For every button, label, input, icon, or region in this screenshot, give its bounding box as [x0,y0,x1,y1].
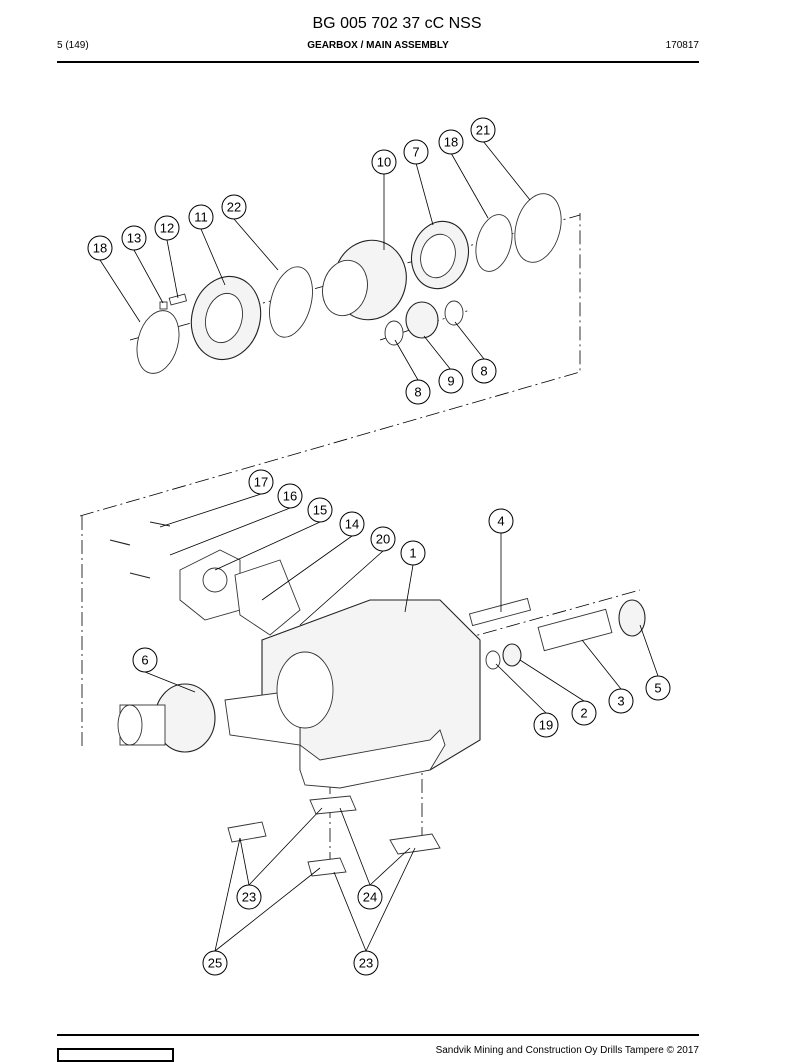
callout-5-label: 5 [654,681,661,696]
callout-4-label: 4 [497,514,504,529]
gear-10-bore [322,259,368,317]
callout-18-lower-label: 18 [93,241,107,256]
callout-6-label: 6 [141,653,148,668]
callout-3: 3 [608,688,634,714]
leader-lines [99,140,659,952]
oring-22 [269,266,313,338]
housing-bore [276,651,334,729]
callout-24: 24 [357,884,383,910]
callout-8-left: 8 [405,379,431,405]
callout-16-label: 16 [283,489,297,504]
oring-18-upper [475,214,513,272]
screw-17-b [149,521,171,527]
callout-22-label: 22 [227,200,241,215]
callout-14: 14 [339,511,365,537]
callout-19: 19 [533,712,559,738]
bearing-5 [618,599,646,637]
screw-12 [168,293,188,306]
cover-15-bore [202,567,228,593]
callout-25: 25 [202,950,228,976]
callout-15: 15 [307,497,333,523]
page-number: 5 (149) [57,40,89,51]
shim-23-left [227,821,267,843]
callout-8-right: 8 [471,358,497,384]
callout-14-label: 14 [345,517,359,532]
callout-17: 17 [248,469,274,495]
oring-21 [514,193,562,263]
callout-18-upper-label: 18 [444,135,458,150]
oring-18-lower [136,310,180,374]
callout-11-label: 11 [194,210,208,225]
callout-2: 2 [571,700,597,726]
callout-1-label: 1 [409,546,416,561]
date-code: 170817 [665,40,699,51]
callout-20: 20 [370,526,396,552]
callout-19-label: 19 [539,718,553,733]
callout-18-lower: 18 [87,235,113,261]
callout-10: 10 [371,149,397,175]
callout-1: 1 [400,540,426,566]
callout-8-left-label: 8 [414,385,421,400]
washer-13 [159,301,168,310]
shim-24-right [389,833,441,855]
callout-12-label: 12 [160,221,174,236]
washer-8-left [384,320,404,346]
document-number: BG 005 702 37 cC NSS [312,15,482,32]
callout-2-label: 2 [580,706,587,721]
shaft-6-end [117,704,143,746]
pin-4 [468,597,532,627]
shim-24-top [309,795,357,815]
callout-16: 16 [277,483,303,509]
housing-11-bore [204,292,244,344]
callout-15-label: 15 [313,503,327,518]
header-rule [57,61,699,63]
callout-8-right-label: 8 [480,364,487,379]
callout-9-label: 9 [447,374,454,389]
callout-23-lower-label: 23 [359,956,373,971]
assembly-axis-upper [79,213,581,517]
callout-24-label: 24 [363,890,377,905]
callout-3-label: 3 [617,694,624,709]
callout-25-label: 25 [208,956,222,971]
company-logo [57,1048,174,1062]
callout-12: 12 [154,215,180,241]
callout-7-label: 7 [412,145,419,160]
callout-23-upper-label: 23 [242,890,256,905]
callout-23-upper: 23 [236,884,262,910]
callout-22: 22 [221,194,247,220]
callout-20-label: 20 [376,532,390,547]
housing-flange [224,689,446,789]
callout-9: 9 [438,368,464,394]
bearing-2 [502,643,522,667]
callout-11: 11 [188,204,214,230]
footer-copyright: Sandvik Mining and Construction Oy Drill… [435,1045,699,1056]
section-title: GEARBOX / MAIN ASSEMBLY [307,40,449,51]
callout-6: 6 [132,647,158,673]
callout-7: 7 [403,139,429,165]
gasket-14 [234,559,301,636]
centerline-right [459,589,641,641]
callout-18-upper: 18 [438,129,464,155]
gear-9 [405,301,439,339]
callout-4: 4 [488,508,514,534]
footer-rule [57,1034,699,1036]
callout-13: 13 [121,225,147,251]
callout-21-label: 21 [476,123,490,138]
shim-23-mid [307,857,347,877]
washer-8-right [444,300,464,326]
callout-13-label: 13 [127,231,141,246]
callout-17-label: 17 [254,475,268,490]
shaft-3 [537,608,613,652]
screw-17-c [129,572,151,579]
screw-17-a [109,539,131,546]
callout-23-lower: 23 [353,950,379,976]
callout-21: 21 [470,117,496,143]
callout-10-label: 10 [377,155,391,170]
bearing-7-inner [420,233,456,279]
callout-5: 5 [645,675,671,701]
